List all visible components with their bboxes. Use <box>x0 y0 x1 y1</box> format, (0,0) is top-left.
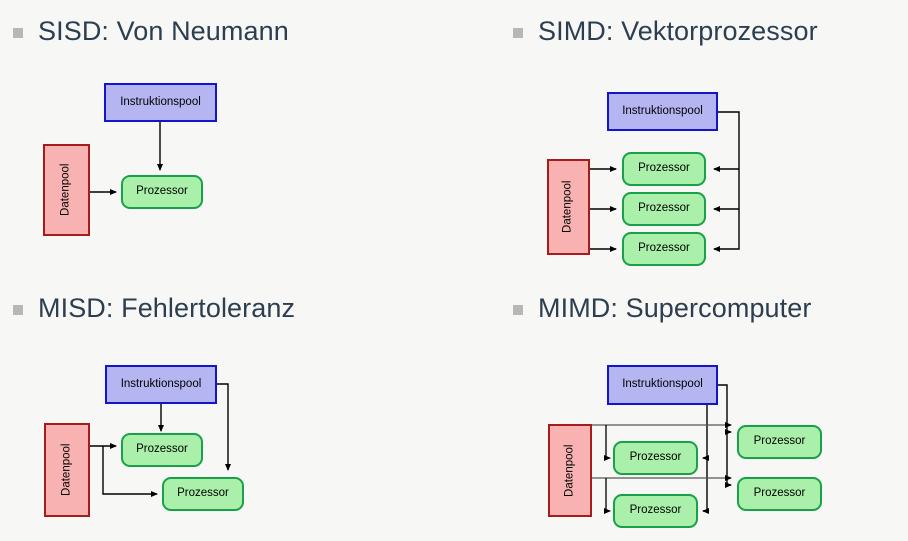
connector-layer-misd <box>90 383 231 497</box>
title-mimd: MIMD: Supercomputer <box>538 293 812 323</box>
diagram-sisd: Instruktionspool Datenpool Prozessor <box>0 0 454 280</box>
node-label: Datenpool <box>563 444 576 497</box>
arrow-instr-to-proc3 <box>713 209 740 252</box>
node-instruction-pool-sisd: Instruktionspool <box>104 83 217 122</box>
node-label: Instruktionspool <box>622 378 703 391</box>
quadrant-misd: MISD: Fehlertoleranz Instruktionspool Da… <box>0 280 454 541</box>
heading-simd: SIMD: Vektorprozessor <box>513 18 818 45</box>
arrow-instr-to-proc-inner-2 <box>702 458 709 514</box>
node-processor-2-simd: Prozessor <box>622 192 706 226</box>
bus-instr-simd <box>718 111 740 169</box>
node-label: Prozessor <box>629 504 682 517</box>
quadrant-simd: SIMD: Vektorprozessor Instruktionspool D… <box>454 0 908 280</box>
node-data-pool-sisd: Datenpool <box>43 144 90 236</box>
bullet-square-icon <box>13 304 23 315</box>
arrow-instr-to-proc2 <box>217 383 231 471</box>
arrow-instr-to-proc-right-2 <box>725 432 732 488</box>
connector-layer-simd <box>590 111 740 252</box>
arrow-instr-to-proc-right-1 <box>718 384 732 435</box>
node-label: Datenpool <box>60 443 73 497</box>
node-data-pool-mimd: Datenpool <box>548 424 592 517</box>
node-label: Prozessor <box>629 451 682 464</box>
heading-sisd: SISD: Von Neumann <box>13 18 289 45</box>
node-label: Datenpool <box>59 163 72 217</box>
node-label: Instruktionspool <box>622 104 703 117</box>
diagram-mimd: Instruktionspool Datenpool Prozessor Pro… <box>454 280 908 541</box>
node-instruction-pool-mimd: Instruktionspool <box>607 365 718 405</box>
connector-layer-mimd <box>592 384 732 514</box>
title-simd: SIMD: Vektorprozessor <box>538 16 818 46</box>
node-instruction-pool-misd: Instruktionspool <box>105 365 217 404</box>
node-label: Prozessor <box>753 435 806 448</box>
diagram-misd: Instruktionspool Datenpool Prozessor Pro… <box>0 280 454 541</box>
bullet-square-icon <box>513 27 523 38</box>
diagram-simd: Instruktionspool Datenpool Prozessor Pro… <box>454 0 908 280</box>
title-misd: MISD: Fehlertoleranz <box>38 293 296 323</box>
arrow-data-to-proc-inner-2 <box>604 478 611 514</box>
node-label: Prozessor <box>753 487 806 500</box>
arrow-data-to-proc-inner-1 <box>604 425 611 461</box>
node-label: Prozessor <box>177 487 229 500</box>
node-processor-inner-1-mimd: Prozessor <box>613 441 698 475</box>
bullet-square-icon <box>513 304 523 315</box>
node-label: Datenpool <box>561 180 574 234</box>
bullet-square-icon <box>13 27 23 38</box>
node-processor-1-simd: Prozessor <box>622 152 706 186</box>
connector-layer-sisd <box>90 122 163 195</box>
title-sisd: SISD: Von Neumann <box>38 16 289 46</box>
node-label: Instruktionspool <box>120 95 201 108</box>
node-label: Prozessor <box>638 202 690 215</box>
arrow-instr-to-proc-inner-1 <box>702 405 709 461</box>
node-processor-2-misd: Prozessor <box>162 477 244 511</box>
heading-misd: MISD: Fehlertoleranz <box>13 295 295 322</box>
node-processor-1-sisd: Prozessor <box>121 175 203 209</box>
node-label: Prozessor <box>136 185 188 198</box>
node-label: Prozessor <box>136 443 188 456</box>
node-label: Instruktionspool <box>120 377 202 390</box>
node-data-pool-misd: Datenpool <box>44 423 90 517</box>
node-instruction-pool-simd: Instruktionspool <box>607 92 718 131</box>
node-processor-1-misd: Prozessor <box>121 433 203 467</box>
node-processor-right-1-mimd: Prozessor <box>737 425 822 459</box>
node-label: Prozessor <box>638 162 690 175</box>
node-data-pool-simd: Datenpool <box>547 159 590 255</box>
quadrant-mimd: MIMD: Supercomputer Instruktionspool <box>454 280 908 541</box>
node-processor-inner-2-mimd: Prozessor <box>613 494 698 528</box>
arrow-instr-to-proc2 <box>713 169 740 212</box>
node-processor-3-simd: Prozessor <box>622 232 706 266</box>
arrow-data-to-proc2 <box>102 446 158 497</box>
node-processor-right-2-mimd: Prozessor <box>737 477 822 511</box>
node-label: Prozessor <box>638 242 690 255</box>
quadrant-sisd: SISD: Von Neumann Instruktionspool Daten… <box>0 0 454 280</box>
heading-mimd: MIMD: Supercomputer <box>513 295 811 322</box>
